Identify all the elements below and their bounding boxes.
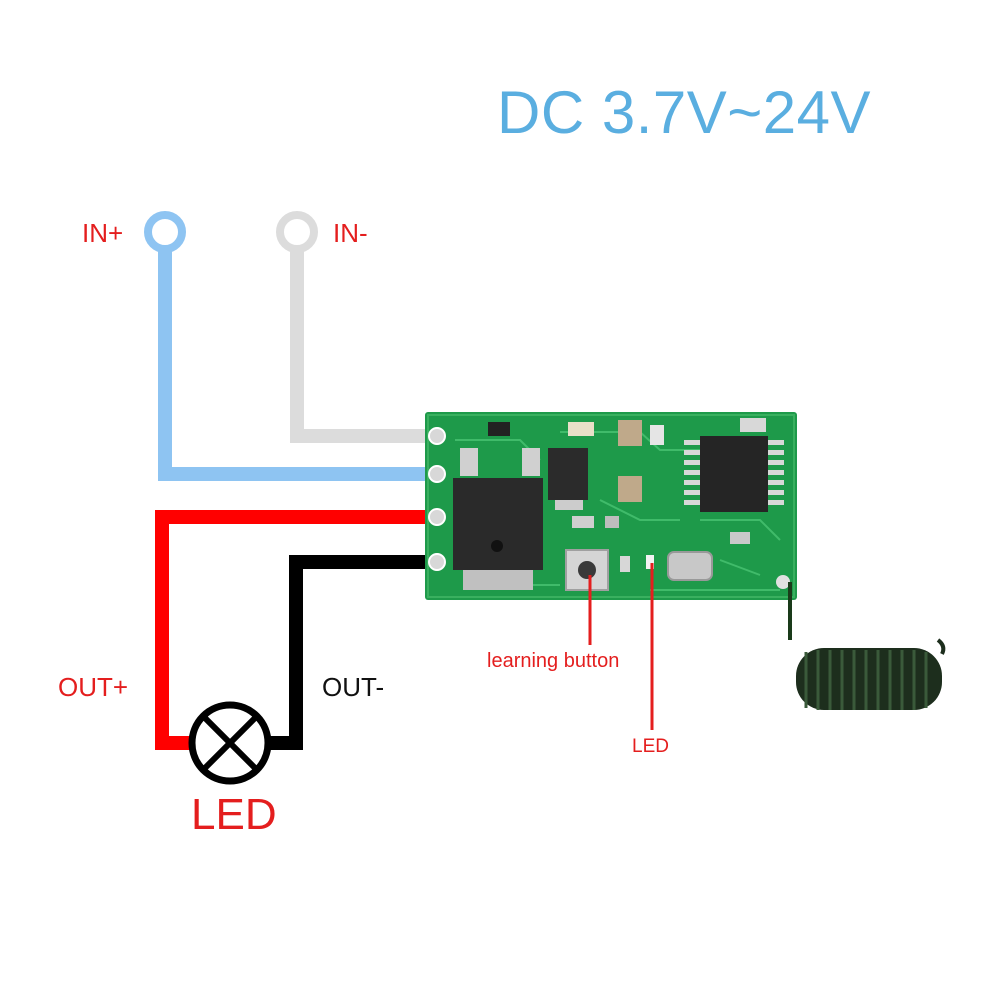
voltage-title: DC 3.7V~24V [497, 79, 872, 146]
out-plus-label: OUT+ [58, 672, 129, 702]
receiver-module-pcb [425, 412, 797, 600]
in-minus-wire [290, 250, 440, 443]
out-plus-wire [155, 510, 440, 750]
crystal-oscillator [667, 551, 713, 581]
in-plus-label: IN+ [82, 218, 124, 248]
out-minus-label: OUT- [322, 672, 385, 702]
terminal-pads [428, 427, 446, 571]
status-led [646, 555, 654, 569]
in-plus-terminal-ring [144, 211, 186, 253]
decoder-ic [700, 436, 768, 512]
led-lamp-symbol [188, 701, 272, 785]
led-load-label: LED [191, 790, 277, 839]
status-led-label: LED [632, 736, 669, 757]
out-minus-wire [268, 555, 440, 750]
in-minus-label: IN- [333, 218, 368, 248]
learning-button-label: learning button [487, 650, 620, 672]
spring-antenna [788, 582, 946, 710]
in-minus-terminal-ring [276, 211, 318, 253]
power-transistor [453, 478, 543, 570]
wires [155, 250, 440, 750]
in-plus-wire [158, 250, 440, 481]
